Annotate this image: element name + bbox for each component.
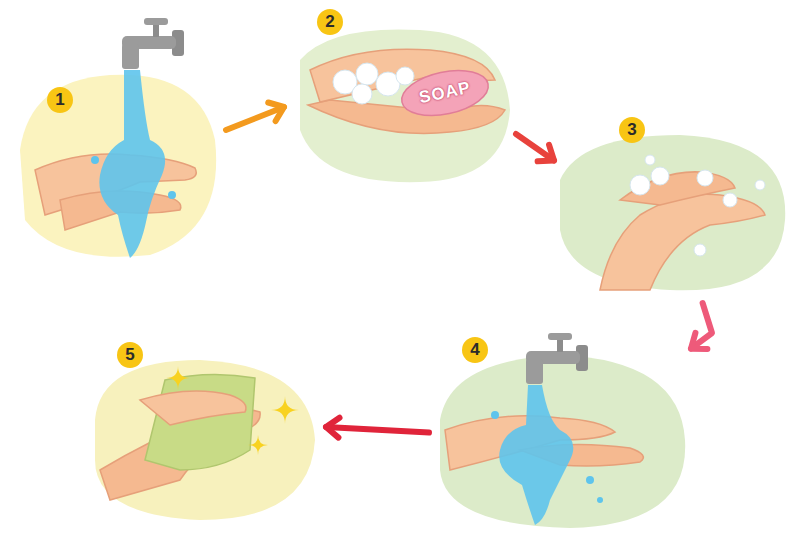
- step-number: 5: [117, 342, 143, 368]
- foam: [723, 193, 737, 207]
- foam: [356, 63, 378, 85]
- foam: [694, 244, 706, 256]
- sparkle: [166, 366, 190, 390]
- step-arrow: [516, 134, 554, 161]
- foam: [630, 175, 650, 195]
- droplet: [586, 476, 594, 484]
- foam: [697, 170, 713, 186]
- droplet: [168, 191, 176, 199]
- arrow-head: [691, 333, 707, 349]
- step-panel: 2: [290, 8, 510, 188]
- sparkle: [248, 435, 268, 455]
- arrow-line: [326, 427, 429, 433]
- foam: [352, 84, 372, 104]
- droplet: [491, 411, 499, 419]
- faucet: [526, 333, 588, 384]
- step-panel: 3: [560, 115, 790, 297]
- droplet: [597, 497, 603, 503]
- foam: [651, 167, 669, 185]
- step-panel: 1: [15, 60, 220, 260]
- water: [499, 385, 573, 525]
- step-number: 1: [47, 87, 73, 113]
- soap-bar: [398, 63, 493, 122]
- arrow-line: [516, 134, 554, 161]
- wash: [560, 135, 785, 290]
- foam: [645, 155, 655, 165]
- arrow-head: [326, 418, 340, 438]
- step-arrow: [691, 303, 712, 349]
- towel: [145, 374, 255, 470]
- droplet: [91, 156, 99, 164]
- step-arrow: [326, 418, 429, 438]
- arrow-line: [691, 303, 712, 349]
- step-panel: 5: [90, 340, 320, 525]
- faucet: [122, 18, 184, 69]
- step-arrow: [226, 102, 284, 130]
- arrow-head: [538, 145, 554, 161]
- sparkle: [271, 396, 299, 424]
- step-number: 2: [317, 9, 343, 35]
- arrow-head: [268, 102, 284, 121]
- soap-label: SOAP: [417, 78, 472, 108]
- foam: [396, 67, 414, 85]
- step-number: 3: [619, 117, 645, 143]
- foam: [755, 180, 765, 190]
- hand: [600, 194, 765, 290]
- step-number: 4: [462, 337, 488, 363]
- wash: [440, 355, 685, 528]
- wash: [95, 360, 315, 520]
- hand: [620, 172, 735, 205]
- wash: [300, 29, 510, 182]
- step-panel: 4: [435, 335, 685, 530]
- hand: [140, 391, 246, 425]
- water: [99, 70, 165, 258]
